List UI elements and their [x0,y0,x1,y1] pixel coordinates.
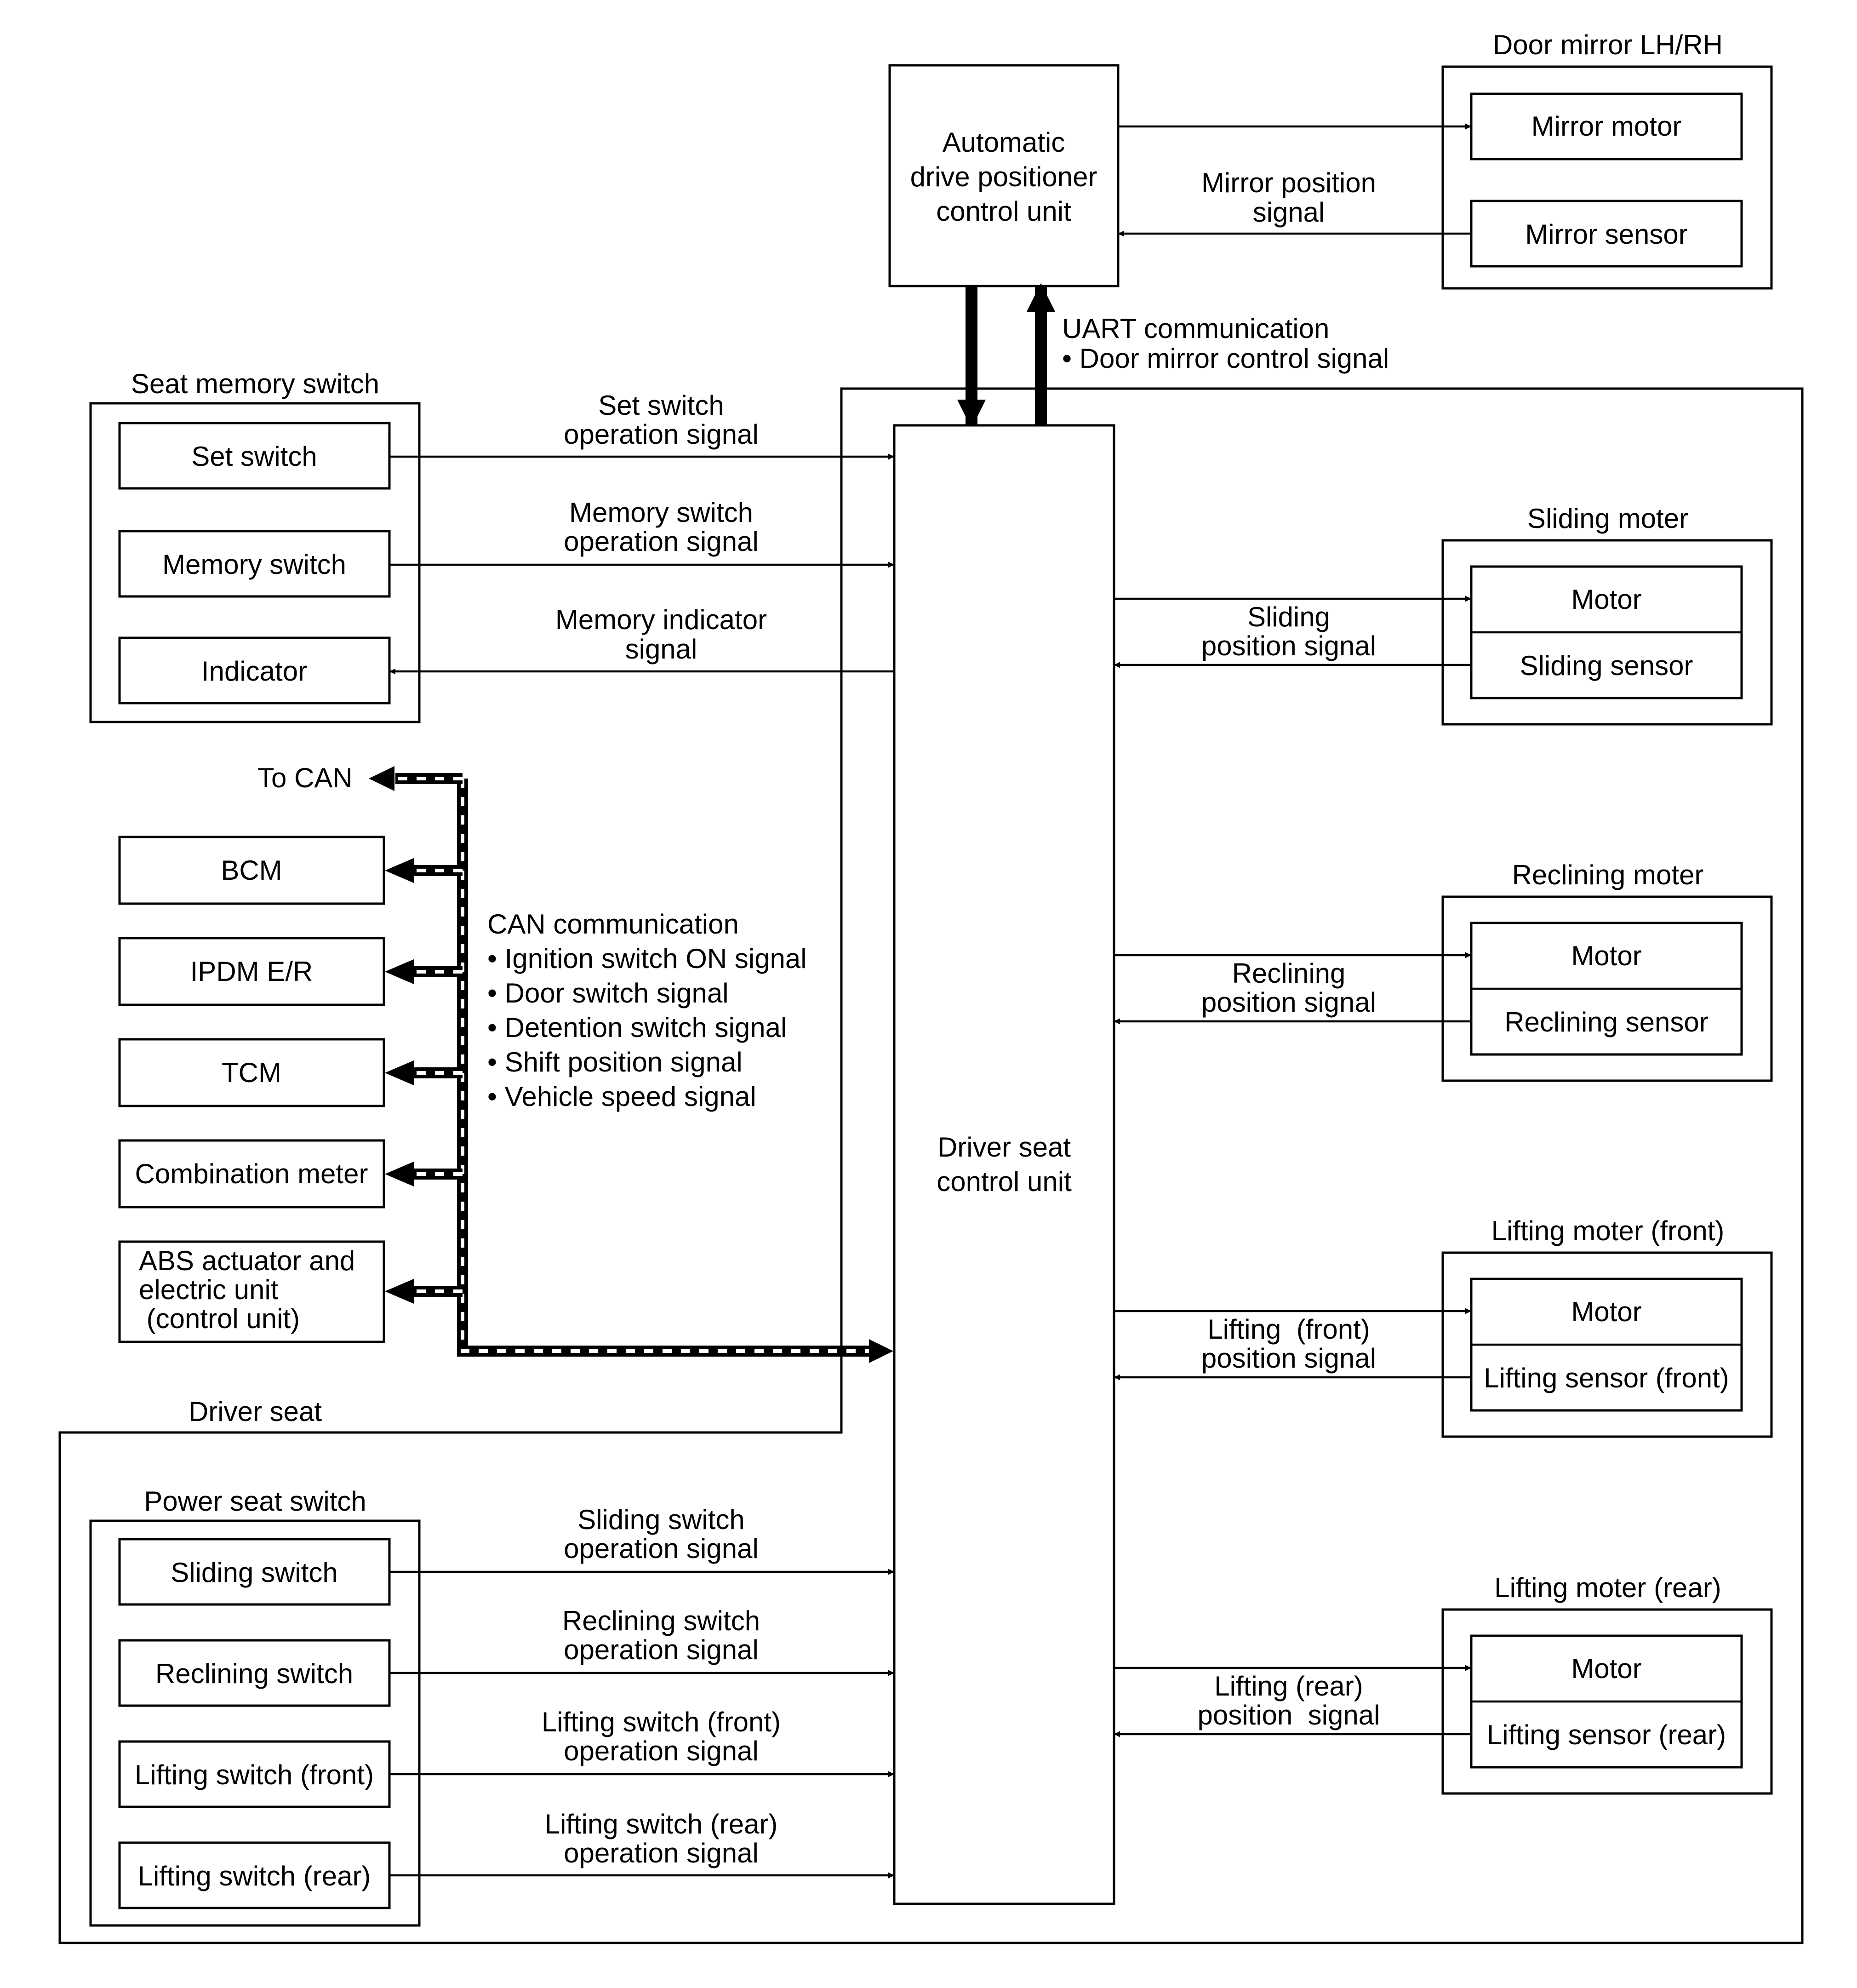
lifting-rear-position-label-2: position signal [1198,1700,1380,1730]
can-signal-vehicle-speed: • Vehicle speed signal [487,1081,756,1112]
lifting-motor-front-label: Motor [1571,1296,1641,1327]
lifting-switch-rear-signal-label-1: Lifting switch (rear) [545,1809,778,1839]
power-seat-switch-title: Power seat switch [144,1486,366,1517]
set-switch-signal-label-1: Set switch [598,390,724,421]
lifting-switch-front-signal-label-2: operation signal [564,1736,759,1766]
tcm-box [118,1038,385,1107]
sliding-switch-signal-label-2: operation signal [564,1533,759,1564]
memory-switch-box [118,530,391,598]
can-node-connectors [385,858,463,1304]
mirror-sensor-label: Mirror sensor [1525,219,1687,250]
can-signal-door-switch: • Door switch signal [487,978,729,1008]
reclining-switch-signal-label-2: operation signal [564,1634,759,1665]
door-mirror-group [1441,65,1773,290]
indicator-box [118,636,391,705]
reclining-sensor-label: Reclining sensor [1504,1007,1708,1037]
abs-actuator-label-3: (control unit) [139,1303,300,1334]
memory-switch-signal-label-1: Memory switch [569,497,753,528]
lifting-motor-front-title: Lifting moter (front) [1491,1215,1725,1246]
to-can-label: To CAN [257,762,353,793]
abs-actuator-label-2: electric unit [139,1274,279,1305]
lifting-switch-rear-box [118,1841,391,1909]
set-switch-box [118,422,391,490]
reclining-switch-label: Reclining switch [155,1658,353,1689]
can-signal-shift-position: • Shift position signal [487,1047,743,1077]
bcm-box [118,836,385,905]
mirror-motor-box [1470,92,1743,160]
can-signal-detention: • Detention switch signal [487,1012,787,1043]
door-mirror-title: Door mirror LH/RH [1493,29,1723,60]
lifting-sensor-front-label: Lifting sensor (front) [1484,1363,1729,1393]
reclining-position-label-2: position signal [1201,987,1376,1018]
sliding-switch-box [118,1538,391,1606]
lifting-front-position-label-2: position signal [1201,1343,1376,1374]
driver-seat-control-unit-box [893,424,1115,1905]
indicator-label: Indicator [201,656,307,687]
bcm-label: BCM [221,855,282,886]
reclining-position-label-1: Reclining [1232,958,1346,989]
reclining-motor-group [1441,895,1773,1082]
driver-seat-control-unit-label-2: control unit [937,1166,1072,1197]
lifting-front-position-label-1: Lifting (front) [1207,1314,1370,1345]
can-signals-title: CAN communication [487,909,739,940]
sliding-position-label-1: Sliding [1247,602,1330,632]
lifting-rear-position-label-1: Lifting (rear) [1214,1671,1363,1702]
driver-seat-control-unit-label-1: Driver seat [937,1132,1071,1163]
lifting-motor-rear-label: Motor [1571,1653,1641,1684]
adp-control-unit-label-1: Automatic [943,127,1065,158]
abs-actuator-box [118,1240,385,1343]
mirror-position-label-2: signal [1253,197,1325,228]
lifting-switch-rear-label: Lifting switch (rear) [138,1861,371,1891]
lifting-motor-rear-group [1441,1608,1773,1795]
mirror-position-label-1: Mirror position [1201,167,1376,198]
adp-control-unit-label-2: drive positioner [910,161,1097,192]
can-signal-ignition: • Ignition switch ON signal [487,943,807,974]
reclining-motor-title: Reclining moter [1512,859,1704,890]
tcm-label: TCM [222,1057,281,1088]
mirror-motor-label: Mirror motor [1531,111,1682,142]
combination-meter-box [118,1139,385,1209]
sliding-motor-label: Motor [1571,584,1641,615]
reclining-switch-signal-label-1: Reclining switch [562,1605,760,1636]
sliding-motor-group [1441,539,1773,726]
seat-memory-switch-group [89,402,421,723]
driver-seat-label: Driver seat [189,1396,322,1427]
memory-switch-label: Memory switch [162,549,346,580]
sliding-switch-label: Sliding switch [171,1557,338,1588]
mirror-sensor-box [1470,200,1743,268]
set-switch-signal-label-2: operation signal [564,419,759,450]
lifting-switch-front-label: Lifting switch (front) [135,1759,374,1790]
lifting-switch-front-box [118,1740,391,1808]
lifting-motor-rear-title: Lifting moter (rear) [1494,1572,1721,1603]
sliding-motor-title: Sliding moter [1527,503,1688,534]
sliding-switch-signal-label-1: Sliding switch [577,1504,745,1535]
combination-meter-label: Combination meter [135,1158,368,1189]
lifting-sensor-rear-label: Lifting sensor (rear) [1487,1719,1726,1750]
uart-label-2: • Door mirror control signal [1062,343,1389,374]
reclining-motor-label: Motor [1571,940,1641,971]
ipdm-er-box [118,937,385,1006]
memory-indicator-signal-label-2: signal [625,634,697,665]
sliding-position-label-2: position signal [1201,630,1376,661]
reclining-switch-box [118,1639,391,1707]
memory-indicator-signal-label-1: Memory indicator [555,604,767,635]
ipdm-er-label: IPDM E/R [190,956,313,987]
abs-actuator-label-1: ABS actuator and [139,1245,355,1276]
seat-memory-switch-title: Seat memory switch [131,368,379,399]
uart-label-1: UART communication [1062,313,1329,344]
power-seat-switch-group [89,1519,421,1927]
driver-seat-boundary [58,387,1804,1944]
lifting-switch-rear-signal-label-2: operation signal [564,1838,759,1868]
set-switch-label: Set switch [191,441,317,472]
sliding-sensor-label: Sliding sensor [1520,650,1693,681]
adp-control-unit-box [888,64,1120,287]
memory-switch-signal-label-2: operation signal [564,526,759,557]
lifting-motor-front-group [1441,1251,1773,1438]
adp-control-unit-label-3: control unit [936,196,1071,227]
lifting-switch-front-signal-label-1: Lifting switch (front) [542,1707,781,1737]
